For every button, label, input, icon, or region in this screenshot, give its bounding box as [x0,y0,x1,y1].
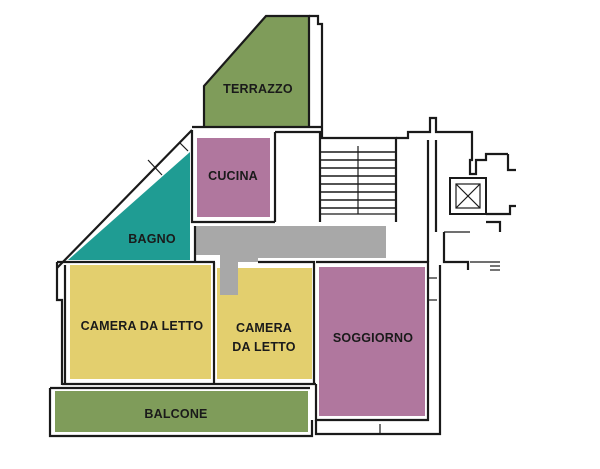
label-soggiorno: SOGGIORNO [333,331,413,345]
walls [48,14,516,438]
staircase [320,151,396,209]
room-terrazzo[interactable] [204,16,309,127]
room-cucina[interactable] [197,138,270,217]
corridor [196,226,386,295]
label-terrazzo: TERRAZZO [223,82,293,96]
label-bagno: BAGNO [128,232,176,246]
label-camera-da-letto-1: CAMERA DA LETTO [81,319,204,333]
room-soggiorno[interactable] [319,267,425,416]
elevator-icon [449,177,487,215]
room-balcone[interactable] [55,391,308,432]
room-bagno[interactable] [68,152,190,260]
label-camera-da-letto-2-line1: CAMERA [236,321,292,335]
label-camera-da-letto-2-line2: DA LETTO [232,340,295,354]
room-camera-da-letto-1[interactable] [70,265,211,379]
label-cucina: CUCINA [208,169,258,183]
label-balcone: BALCONE [144,407,207,421]
